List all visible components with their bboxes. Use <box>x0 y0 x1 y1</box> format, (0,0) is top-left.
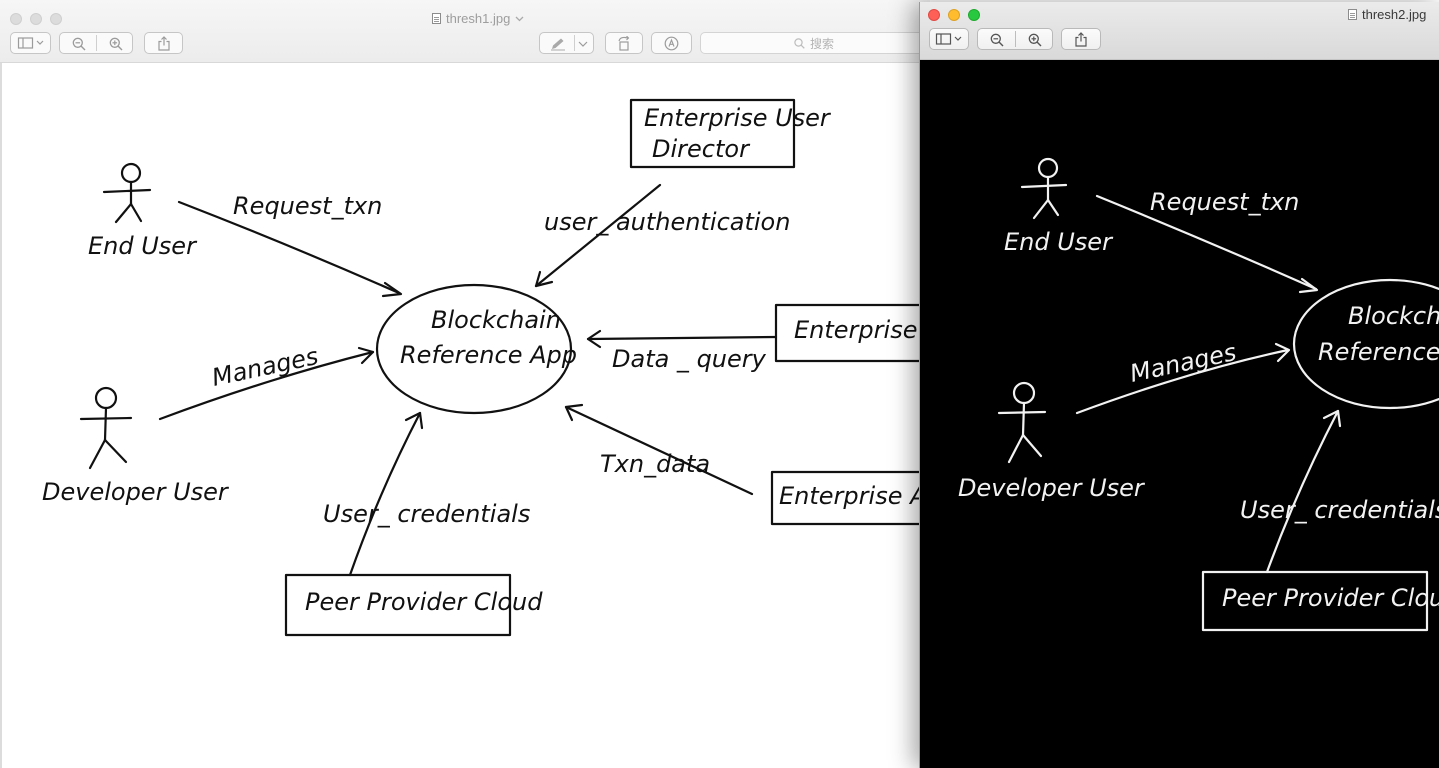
credentials-arrow <box>1265 409 1340 574</box>
zoom-button[interactable] <box>50 13 62 25</box>
diagram-sketch-black: End User Developer User Blockchain Refer… <box>958 157 1439 632</box>
end-user-actor-icon <box>102 162 152 224</box>
window-title-text: thresh1.jpg <box>446 11 511 26</box>
share-button[interactable] <box>1061 28 1101 50</box>
manages-arrow <box>158 350 375 421</box>
zoom-out-icon[interactable] <box>72 37 86 51</box>
zoom-controls <box>59 32 133 54</box>
search-icon <box>794 37 805 49</box>
search-field[interactable]: 搜索 <box>700 32 928 54</box>
preview-window-thresh2: thresh2.jpg <box>919 2 1439 768</box>
request-label: Request_txn <box>233 192 382 220</box>
zoom-in-icon[interactable] <box>109 37 123 51</box>
sidebar-icon <box>17 37 43 49</box>
chevron-down-icon <box>578 41 588 47</box>
rotate-button[interactable] <box>605 32 643 54</box>
directory-line1: Enterprise User <box>644 104 832 132</box>
enterprise-apps-label: Enterprise Apps <box>779 482 930 510</box>
document-icon <box>432 13 441 24</box>
enterprise-apps-box <box>770 470 930 526</box>
share-button[interactable] <box>144 32 183 54</box>
sidebar-toggle-button[interactable] <box>929 28 969 50</box>
minimize-button[interactable] <box>948 9 960 21</box>
share-icon <box>1075 31 1087 47</box>
window-title[interactable]: thresh2.jpg <box>1348 7 1426 22</box>
request-arrow <box>1095 194 1318 291</box>
peer-provider-box <box>1201 570 1429 632</box>
document-icon <box>1348 9 1357 20</box>
manages-arrow <box>1075 348 1290 415</box>
zoom-out-icon[interactable] <box>990 33 1004 47</box>
center-line2: Reference App <box>1318 338 1439 366</box>
peer-provider-label: Peer Provider Cloud <box>1222 584 1439 612</box>
developer-user-label: Developer User <box>42 478 230 506</box>
end-user-actor-icon <box>1020 157 1068 220</box>
peer-provider-label: Peer Provider Cloud <box>305 588 543 616</box>
share-icon <box>157 35 170 51</box>
auth-arrow <box>534 183 662 288</box>
image-canvas: End User Developer User Blockchain Refer… <box>0 63 930 768</box>
txn-label: Txn_data <box>600 450 710 478</box>
minimize-button[interactable] <box>30 13 42 25</box>
developer-user-label: Developer User <box>958 474 1146 502</box>
txn-arrow <box>564 405 754 496</box>
enterprise-data-box <box>774 303 930 363</box>
request-arrow <box>177 200 401 295</box>
credentials-label: User_ credentials <box>323 500 530 528</box>
directory-line2: Director <box>652 135 751 163</box>
enterprise-data-label: Enterprise Data <box>794 316 930 344</box>
developer-user-actor-icon <box>997 381 1047 464</box>
sidebar-toggle-button[interactable] <box>10 32 51 54</box>
manages-label: Manages <box>209 342 320 392</box>
zoom-button[interactable] <box>968 9 980 21</box>
annotate-button[interactable] <box>651 32 692 54</box>
end-user-label: End User <box>88 232 198 260</box>
auth-label: user_ authentication <box>544 208 790 236</box>
zoom-in-icon[interactable] <box>1028 33 1042 47</box>
request-label: Request_txn <box>1150 188 1299 216</box>
preview-window-thresh1: thresh1.jpg <box>0 0 930 768</box>
sidebar-icon <box>935 33 962 45</box>
center-line1: Blockchain <box>431 306 561 334</box>
credentials-label: User_ credentials <box>1240 496 1439 524</box>
window-toolbar: thresh1.jpg <box>0 0 930 63</box>
directory-box <box>629 98 796 169</box>
close-button[interactable] <box>10 13 22 25</box>
blockchain-app-ellipse <box>1292 278 1439 410</box>
search-placeholder: 搜索 <box>809 36 834 51</box>
annotate-icon <box>664 36 679 50</box>
image-canvas: End User Developer User Blockchain Refer… <box>920 60 1439 768</box>
developer-user-actor-icon <box>79 386 133 470</box>
chevron-down-icon <box>515 16 524 21</box>
end-user-label: End User <box>1004 228 1114 256</box>
window-toolbar: thresh2.jpg <box>920 2 1439 60</box>
window-title[interactable]: thresh1.jpg <box>432 11 524 26</box>
markup-button[interactable] <box>539 32 594 54</box>
center-line2: Reference App <box>400 341 577 369</box>
query-arrow <box>586 335 778 341</box>
query-label: Data _ query <box>612 345 767 373</box>
zoom-controls <box>977 28 1053 50</box>
manages-label: Manages <box>1127 338 1238 388</box>
center-line1: Blockchain <box>1348 302 1439 330</box>
close-button[interactable] <box>928 9 940 21</box>
window-title-text: thresh2.jpg <box>1362 7 1427 22</box>
blockchain-app-ellipse <box>375 283 573 415</box>
peer-provider-box <box>284 573 512 637</box>
credentials-arrow <box>348 411 422 577</box>
markup-pen-icon <box>551 38 565 51</box>
rotate-icon <box>618 35 630 51</box>
diagram-sketch-white: End User Developer User Blockchain Refer… <box>42 98 930 637</box>
